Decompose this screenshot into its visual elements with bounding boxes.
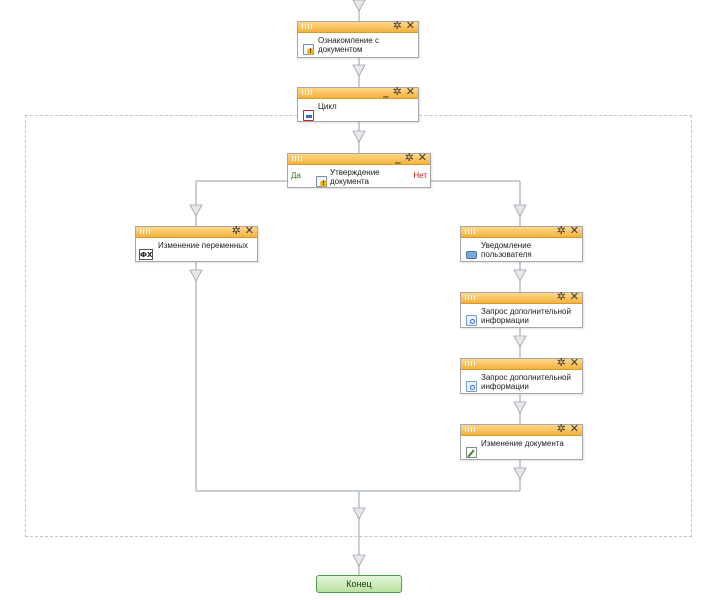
gear-icon[interactable]: ✲ xyxy=(556,422,566,435)
document-info-icon xyxy=(316,176,327,187)
node-label: Ознакомление с документом xyxy=(318,36,379,54)
node-notify-user[interactable]: ✲ ✕ Уведомление пользователя xyxy=(460,224,583,262)
drop-target-arrow-icon[interactable] xyxy=(352,0,366,12)
cycle-icon xyxy=(303,110,314,121)
edit-document-icon xyxy=(466,447,477,458)
branch-yes-label: Да xyxy=(291,171,301,180)
node-label: Утверждение документа xyxy=(330,168,380,186)
close-icon[interactable]: ✕ xyxy=(405,85,415,98)
close-icon[interactable]: ✕ xyxy=(417,151,427,164)
request-info-icon xyxy=(466,315,477,326)
close-icon[interactable]: ✕ xyxy=(405,19,415,32)
document-info-icon xyxy=(303,44,314,55)
drag-grip-icon[interactable] xyxy=(140,229,152,234)
node-request-info-2[interactable]: ✲ ✕ Запрос дополнительной информации xyxy=(460,356,583,394)
close-icon[interactable]: ✕ xyxy=(569,290,579,303)
node-header[interactable]: ✲ ✕ xyxy=(461,356,582,370)
gear-icon[interactable]: ✲ xyxy=(392,85,402,98)
node-cycle[interactable]: _ ✲ ✕ Цикл xyxy=(297,85,419,122)
node-header[interactable]: ✲ ✕ xyxy=(461,224,582,238)
node-label: Цикл xyxy=(318,102,337,111)
drop-target-arrow-icon[interactable] xyxy=(352,64,366,77)
node-header[interactable]: ✲ ✕ xyxy=(461,290,582,304)
node-change-document[interactable]: ✲ ✕ Изменение документа xyxy=(460,422,583,460)
node-header[interactable]: _ ✲ ✕ xyxy=(298,85,418,99)
node-approve-document[interactable]: _ ✲ ✕ Да Нет Утверждение документа xyxy=(287,151,431,188)
gear-icon[interactable]: ✲ xyxy=(556,224,566,237)
minimize-icon[interactable]: _ xyxy=(395,151,401,164)
close-icon[interactable]: ✕ xyxy=(569,422,579,435)
gear-icon[interactable]: ✲ xyxy=(556,290,566,303)
gear-icon[interactable]: ✲ xyxy=(404,151,414,164)
gear-icon[interactable]: ✲ xyxy=(556,356,566,369)
node-request-info-1[interactable]: ✲ ✕ Запрос дополнительной информации xyxy=(460,290,583,328)
node-label: Запрос дополнительной информации xyxy=(481,307,571,325)
drag-grip-icon[interactable] xyxy=(465,361,477,366)
drag-grip-icon[interactable] xyxy=(465,295,477,300)
drag-grip-icon[interactable] xyxy=(292,156,304,161)
drag-grip-icon[interactable] xyxy=(302,90,314,95)
drag-grip-icon[interactable] xyxy=(465,427,477,432)
node-label: Изменение переменных xyxy=(158,241,249,250)
notification-icon xyxy=(466,251,477,259)
node-label: Уведомление пользователя xyxy=(481,241,532,259)
drag-grip-icon[interactable] xyxy=(302,24,314,29)
request-info-icon xyxy=(466,381,477,392)
gear-icon[interactable]: ✲ xyxy=(231,224,241,237)
close-icon[interactable]: ✕ xyxy=(244,224,254,237)
close-icon[interactable]: ✕ xyxy=(569,224,579,237)
node-label: Запрос дополнительной информации xyxy=(481,373,571,391)
variables-icon: ФХ xyxy=(139,249,153,260)
drop-target-arrow-icon[interactable] xyxy=(352,554,366,567)
node-label: Изменение документа xyxy=(481,439,564,448)
gear-icon[interactable]: ✲ xyxy=(392,19,402,32)
node-header[interactable]: ✲ ✕ xyxy=(461,422,582,436)
node-familiarize-document[interactable]: ✲ ✕ Ознакомление с документом xyxy=(297,19,419,58)
node-header[interactable]: ✲ ✕ xyxy=(136,224,257,238)
close-icon[interactable]: ✕ xyxy=(569,356,579,369)
drag-grip-icon[interactable] xyxy=(465,229,477,234)
minimize-icon[interactable]: _ xyxy=(383,85,389,98)
end-node-button[interactable]: Конец xyxy=(316,575,402,593)
node-change-variables[interactable]: ✲ ✕ ФХ Изменение переменных xyxy=(135,224,258,262)
node-header[interactable]: _ ✲ ✕ xyxy=(288,151,430,165)
branch-no-label: Нет xyxy=(413,171,427,180)
node-header[interactable]: ✲ ✕ xyxy=(298,19,418,33)
